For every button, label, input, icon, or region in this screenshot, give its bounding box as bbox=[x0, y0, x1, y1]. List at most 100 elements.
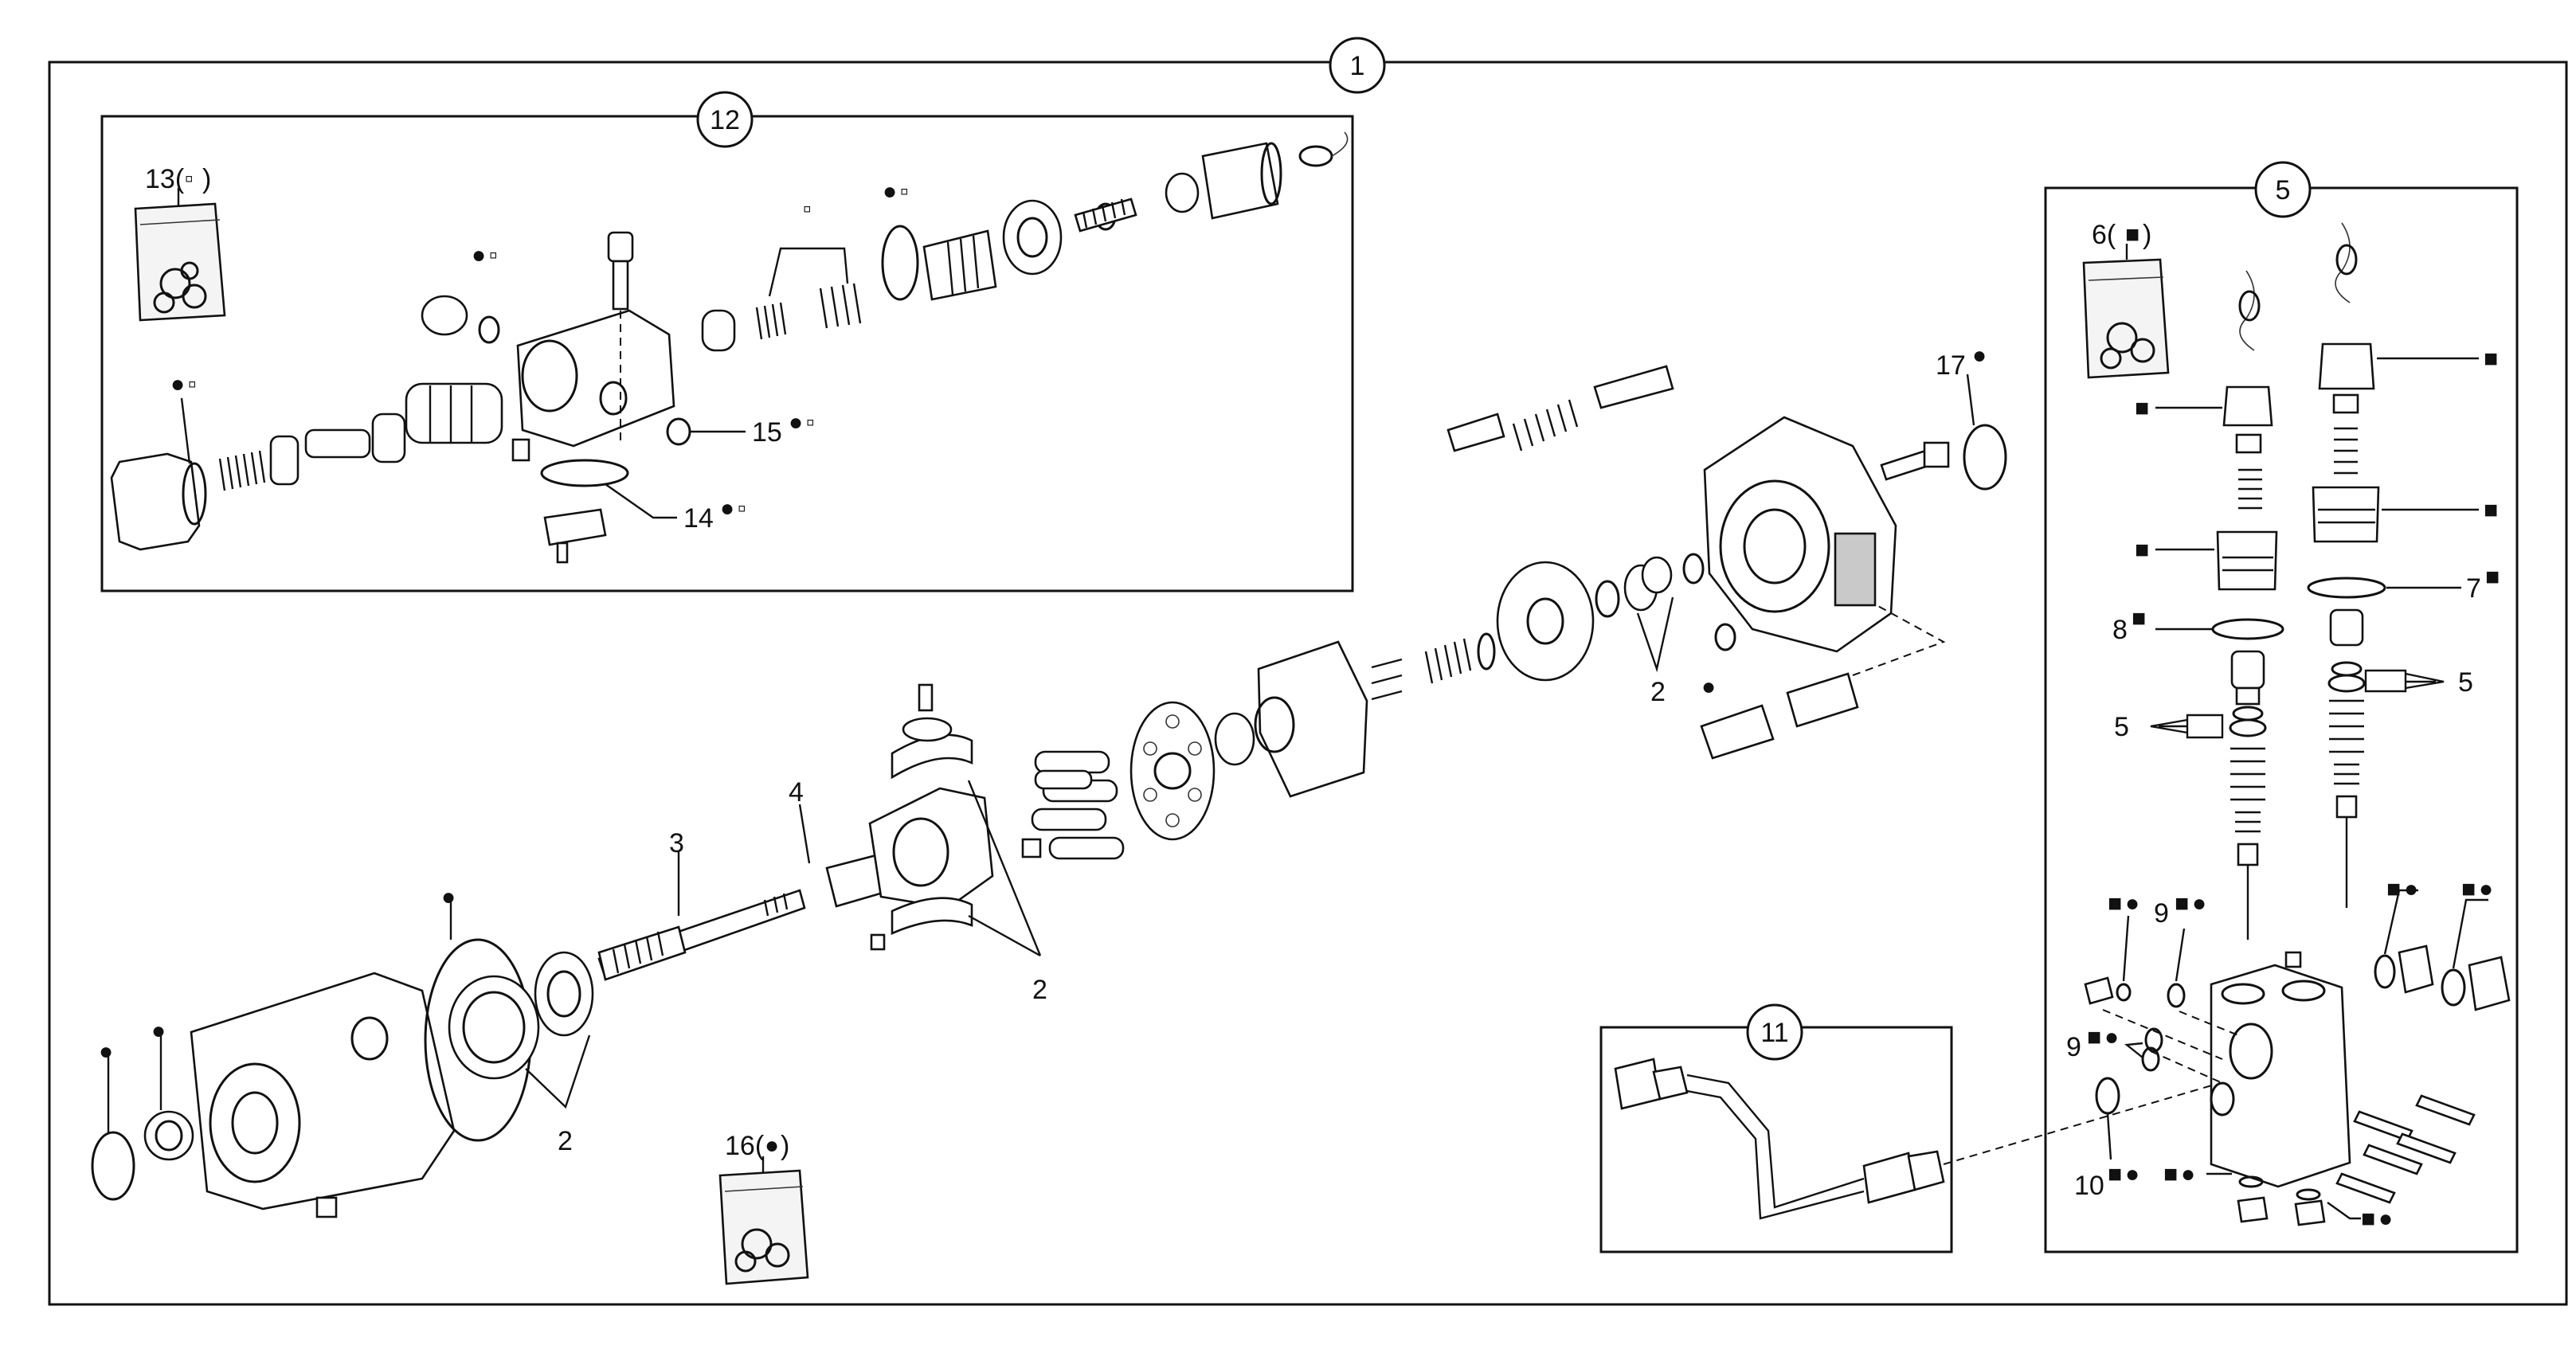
marker-15-dot: ● bbox=[789, 409, 803, 436]
marker-9a-square: ■ bbox=[2175, 890, 2189, 917]
label-15: 15 bbox=[752, 417, 782, 448]
marker-body-left-square: ■ bbox=[2135, 537, 2149, 563]
pin-part bbox=[511, 438, 530, 462]
marker-springs-square: ▫ bbox=[803, 196, 812, 222]
seal-kit-bag-16-icon bbox=[718, 1169, 809, 1285]
relief-valve-left-stack bbox=[2211, 270, 2284, 940]
callout-circle-1[interactable]: 1 bbox=[1329, 37, 1386, 94]
marker-14-square: ▫ bbox=[738, 495, 746, 522]
marker-ring-left-dot: ● bbox=[99, 1038, 113, 1065]
marker-13-open-square: ▫ bbox=[185, 166, 194, 192]
pipe-assembly-11-part bbox=[1614, 1058, 1945, 1220]
bolt-top-valve bbox=[607, 231, 634, 311]
o-ring-10 bbox=[2095, 1077, 2120, 1115]
marker-plug-square: ▫ bbox=[188, 371, 197, 397]
seat-part-lower bbox=[543, 508, 607, 564]
label-5-left: 5 bbox=[2114, 712, 2129, 742]
frame-assembly-1 bbox=[48, 61, 2568, 1306]
callout-5-text: 5 bbox=[2276, 175, 2291, 205]
small-oring-a bbox=[1595, 580, 1620, 618]
comp-spring-part bbox=[1447, 365, 1674, 452]
plug-small-valve bbox=[421, 295, 500, 344]
port-plate-part bbox=[1703, 416, 1897, 653]
seal-wire-icon bbox=[1298, 131, 1349, 167]
retainer-plate-part bbox=[1129, 701, 1216, 841]
hex-plug-part bbox=[110, 452, 207, 551]
plug-bottom-left bbox=[2237, 1175, 2269, 1223]
callout-circle-11[interactable]: 11 bbox=[1746, 1003, 1803, 1061]
marker-plug-r2-square: ■ bbox=[2461, 876, 2476, 902]
bearing-cup-part bbox=[448, 975, 540, 1080]
label-16: 16( bbox=[725, 1131, 765, 1161]
o-ring-small-endcap bbox=[1714, 623, 1736, 651]
spring-set-left bbox=[218, 413, 406, 491]
piston-set-part bbox=[1031, 750, 1125, 860]
marker-plug-r2-dot: ● bbox=[2479, 876, 2493, 902]
subassembly-5-parts: 6( ■ ) ■ ■ 8 ■ bbox=[2066, 220, 2511, 1232]
callout-1-text: 1 bbox=[1350, 51, 1365, 81]
marker-endcap-oring-dot: ● bbox=[1701, 674, 1716, 700]
callout-12-text: 12 bbox=[710, 105, 740, 135]
marker-bottom-left-dot: ● bbox=[2181, 1161, 2195, 1187]
o-ring-15 bbox=[666, 417, 691, 446]
marker-plug-left-dot: ● bbox=[2125, 890, 2139, 917]
valve-plate-part bbox=[1496, 561, 1595, 682]
marker-plug-small-square: ▫ bbox=[489, 242, 498, 268]
label-9-lower: 9 bbox=[2066, 1032, 2081, 1062]
callout-circle-5[interactable]: 5 bbox=[2254, 161, 2312, 218]
marker-16-dot: ● bbox=[765, 1132, 779, 1159]
label-5-right: 5 bbox=[2458, 667, 2473, 698]
label-2-port: 2 bbox=[1650, 677, 1666, 707]
marker-bottom-left-square: ■ bbox=[2163, 1161, 2178, 1187]
relief-valve-block-part bbox=[2210, 964, 2351, 1188]
label-6-close: ) bbox=[2143, 220, 2151, 250]
marker-big-oring-dot: ● bbox=[441, 884, 456, 910]
nut-part bbox=[1165, 172, 1200, 213]
threaded-sleeve-part bbox=[922, 229, 997, 301]
marker-plug-dot: ● bbox=[170, 371, 185, 397]
drive-shaft-part bbox=[597, 889, 806, 981]
plug-block-top bbox=[2284, 951, 2302, 968]
marker-9b-square: ■ bbox=[2087, 1024, 2101, 1050]
relief-valve-right-stack bbox=[2307, 222, 2386, 908]
swashplate-part bbox=[868, 787, 994, 909]
shaft-seal-left bbox=[143, 1110, 194, 1161]
callout-circle-12[interactable]: 12 bbox=[696, 91, 754, 148]
seal-kit-bag-6-icon bbox=[2082, 258, 2170, 379]
valve-housing-part bbox=[516, 309, 675, 448]
small-oring-b bbox=[1682, 553, 1705, 585]
lock-nut-part bbox=[1002, 199, 1063, 276]
block-spring-part bbox=[1424, 632, 1496, 684]
marker-plug-r1-square: ■ bbox=[2386, 876, 2401, 902]
marker-6-square: ■ bbox=[2125, 221, 2139, 248]
pin-lower bbox=[870, 933, 886, 951]
o-ring-9b-2 bbox=[2141, 1046, 2160, 1072]
marker-17-dot: ● bbox=[1972, 342, 1987, 369]
label-3: 3 bbox=[669, 828, 684, 858]
piston-left bbox=[405, 382, 503, 444]
plug-cradle bbox=[1021, 838, 1042, 858]
label-8: 8 bbox=[2112, 615, 2128, 645]
adjust-screw-part bbox=[1074, 197, 1137, 233]
label-16-close: ) bbox=[781, 1131, 789, 1161]
label-6: 6( bbox=[2092, 220, 2116, 250]
small-bearing-b bbox=[1641, 556, 1673, 594]
marker-cap-right-square: ■ bbox=[2484, 346, 2498, 372]
cradle-bearing-lower bbox=[891, 897, 973, 935]
bearing-cone-part bbox=[534, 951, 594, 1037]
marker-oring-square: ▫ bbox=[900, 178, 909, 205]
label-4: 4 bbox=[789, 777, 804, 808]
marker-plug-r1-dot: ● bbox=[2404, 876, 2418, 902]
label-2-bearing: 2 bbox=[558, 1126, 573, 1156]
o-ring-sleeve bbox=[881, 225, 919, 301]
control-piston-part bbox=[1700, 672, 1859, 760]
marker-10-dot: ● bbox=[2125, 1161, 2139, 1187]
plug-housing-bottom bbox=[315, 1196, 338, 1218]
plug-right-1 bbox=[2374, 944, 2434, 994]
cap-part bbox=[1201, 142, 1282, 220]
marker-8-square: ■ bbox=[2132, 605, 2146, 632]
plug-bottom-right bbox=[2294, 1188, 2326, 1226]
label-7: 7 bbox=[2466, 573, 2481, 604]
marker-oring-dot: ● bbox=[883, 178, 897, 205]
